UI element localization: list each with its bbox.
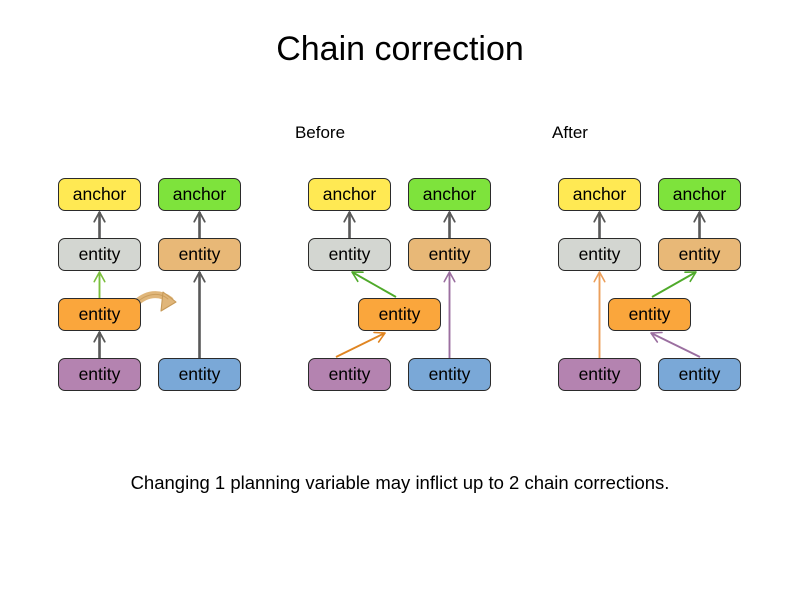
node-label: anchor [72, 184, 127, 204]
node-p2-entity-purple[interactable]: entity [308, 358, 391, 391]
node-p3-entity-orange[interactable]: entity [608, 298, 691, 331]
node-p3-entity-tan[interactable]: entity [658, 238, 741, 271]
diagram-caption: Changing 1 planning variable may inflict… [130, 472, 670, 493]
node-p3-anchor-left[interactable]: anchor [558, 178, 641, 211]
edge-grey-to-yellow-anchor [593, 211, 606, 238]
edge-orange-to-tan [651, 271, 697, 298]
node-label: entity [178, 244, 221, 264]
node-label: entity [328, 364, 371, 384]
edge-grey-to-yellow-anchor [343, 211, 356, 238]
edge-purple-to-orange [335, 331, 386, 358]
node-label: anchor [422, 184, 477, 204]
node-p1-entity-tan[interactable]: entity [158, 238, 241, 271]
edge-tan-to-green-anchor [693, 211, 706, 238]
node-p2-anchor-left[interactable]: anchor [308, 178, 391, 211]
edge-tan-to-green-anchor [443, 211, 456, 238]
edge-purple-to-orange [93, 331, 106, 358]
node-p2-entity-tan[interactable]: entity [408, 238, 491, 271]
edge-blue-to-tan [193, 271, 206, 358]
node-p2-entity-orange[interactable]: entity [358, 298, 441, 331]
node-p1-entity-grey[interactable]: entity [58, 238, 141, 271]
node-p1-anchor-left[interactable]: anchor [58, 178, 141, 211]
node-label: entity [78, 364, 121, 384]
node-p1-entity-purple[interactable]: entity [58, 358, 141, 391]
edge-orange-to-grey [93, 271, 106, 298]
node-label: entity [578, 244, 621, 264]
node-label: entity [678, 364, 721, 384]
section-label-after: After [552, 123, 588, 142]
node-p2-entity-blue[interactable]: entity [408, 358, 491, 391]
node-label: entity [678, 244, 721, 264]
node-label: entity [178, 364, 221, 384]
node-label: entity [428, 244, 471, 264]
node-p2-entity-grey[interactable]: entity [308, 238, 391, 271]
node-label: entity [328, 244, 371, 264]
edge-blue-to-orange [650, 331, 701, 358]
edge-tan-to-green-anchor [193, 211, 206, 238]
node-label: anchor [672, 184, 727, 204]
edge-orange-to-grey [351, 271, 397, 298]
node-p2-anchor-right[interactable]: anchor [408, 178, 491, 211]
node-label: anchor [322, 184, 377, 204]
node-label: entity [578, 364, 621, 384]
edge-grey-to-yellow-anchor [93, 211, 106, 238]
node-p1-entity-blue[interactable]: entity [158, 358, 241, 391]
section-label-before: Before [294, 123, 346, 142]
page-title: Chain correction [276, 30, 524, 68]
node-label: anchor [172, 184, 227, 204]
node-p1-anchor-right[interactable]: anchor [158, 178, 241, 211]
edge-blue-to-tan [443, 271, 456, 358]
node-p3-entity-blue[interactable]: entity [658, 358, 741, 391]
node-label: entity [428, 364, 471, 384]
node-p1-entity-orange[interactable]: entity [58, 298, 141, 331]
node-label: entity [78, 244, 121, 264]
node-label: anchor [572, 184, 627, 204]
node-p3-entity-purple[interactable]: entity [558, 358, 641, 391]
node-p3-entity-grey[interactable]: entity [558, 238, 641, 271]
node-label: entity [628, 304, 671, 324]
node-label: entity [378, 304, 421, 324]
node-label: entity [78, 304, 121, 324]
node-p3-anchor-right[interactable]: anchor [658, 178, 741, 211]
edge-purple-to-grey [593, 271, 606, 358]
